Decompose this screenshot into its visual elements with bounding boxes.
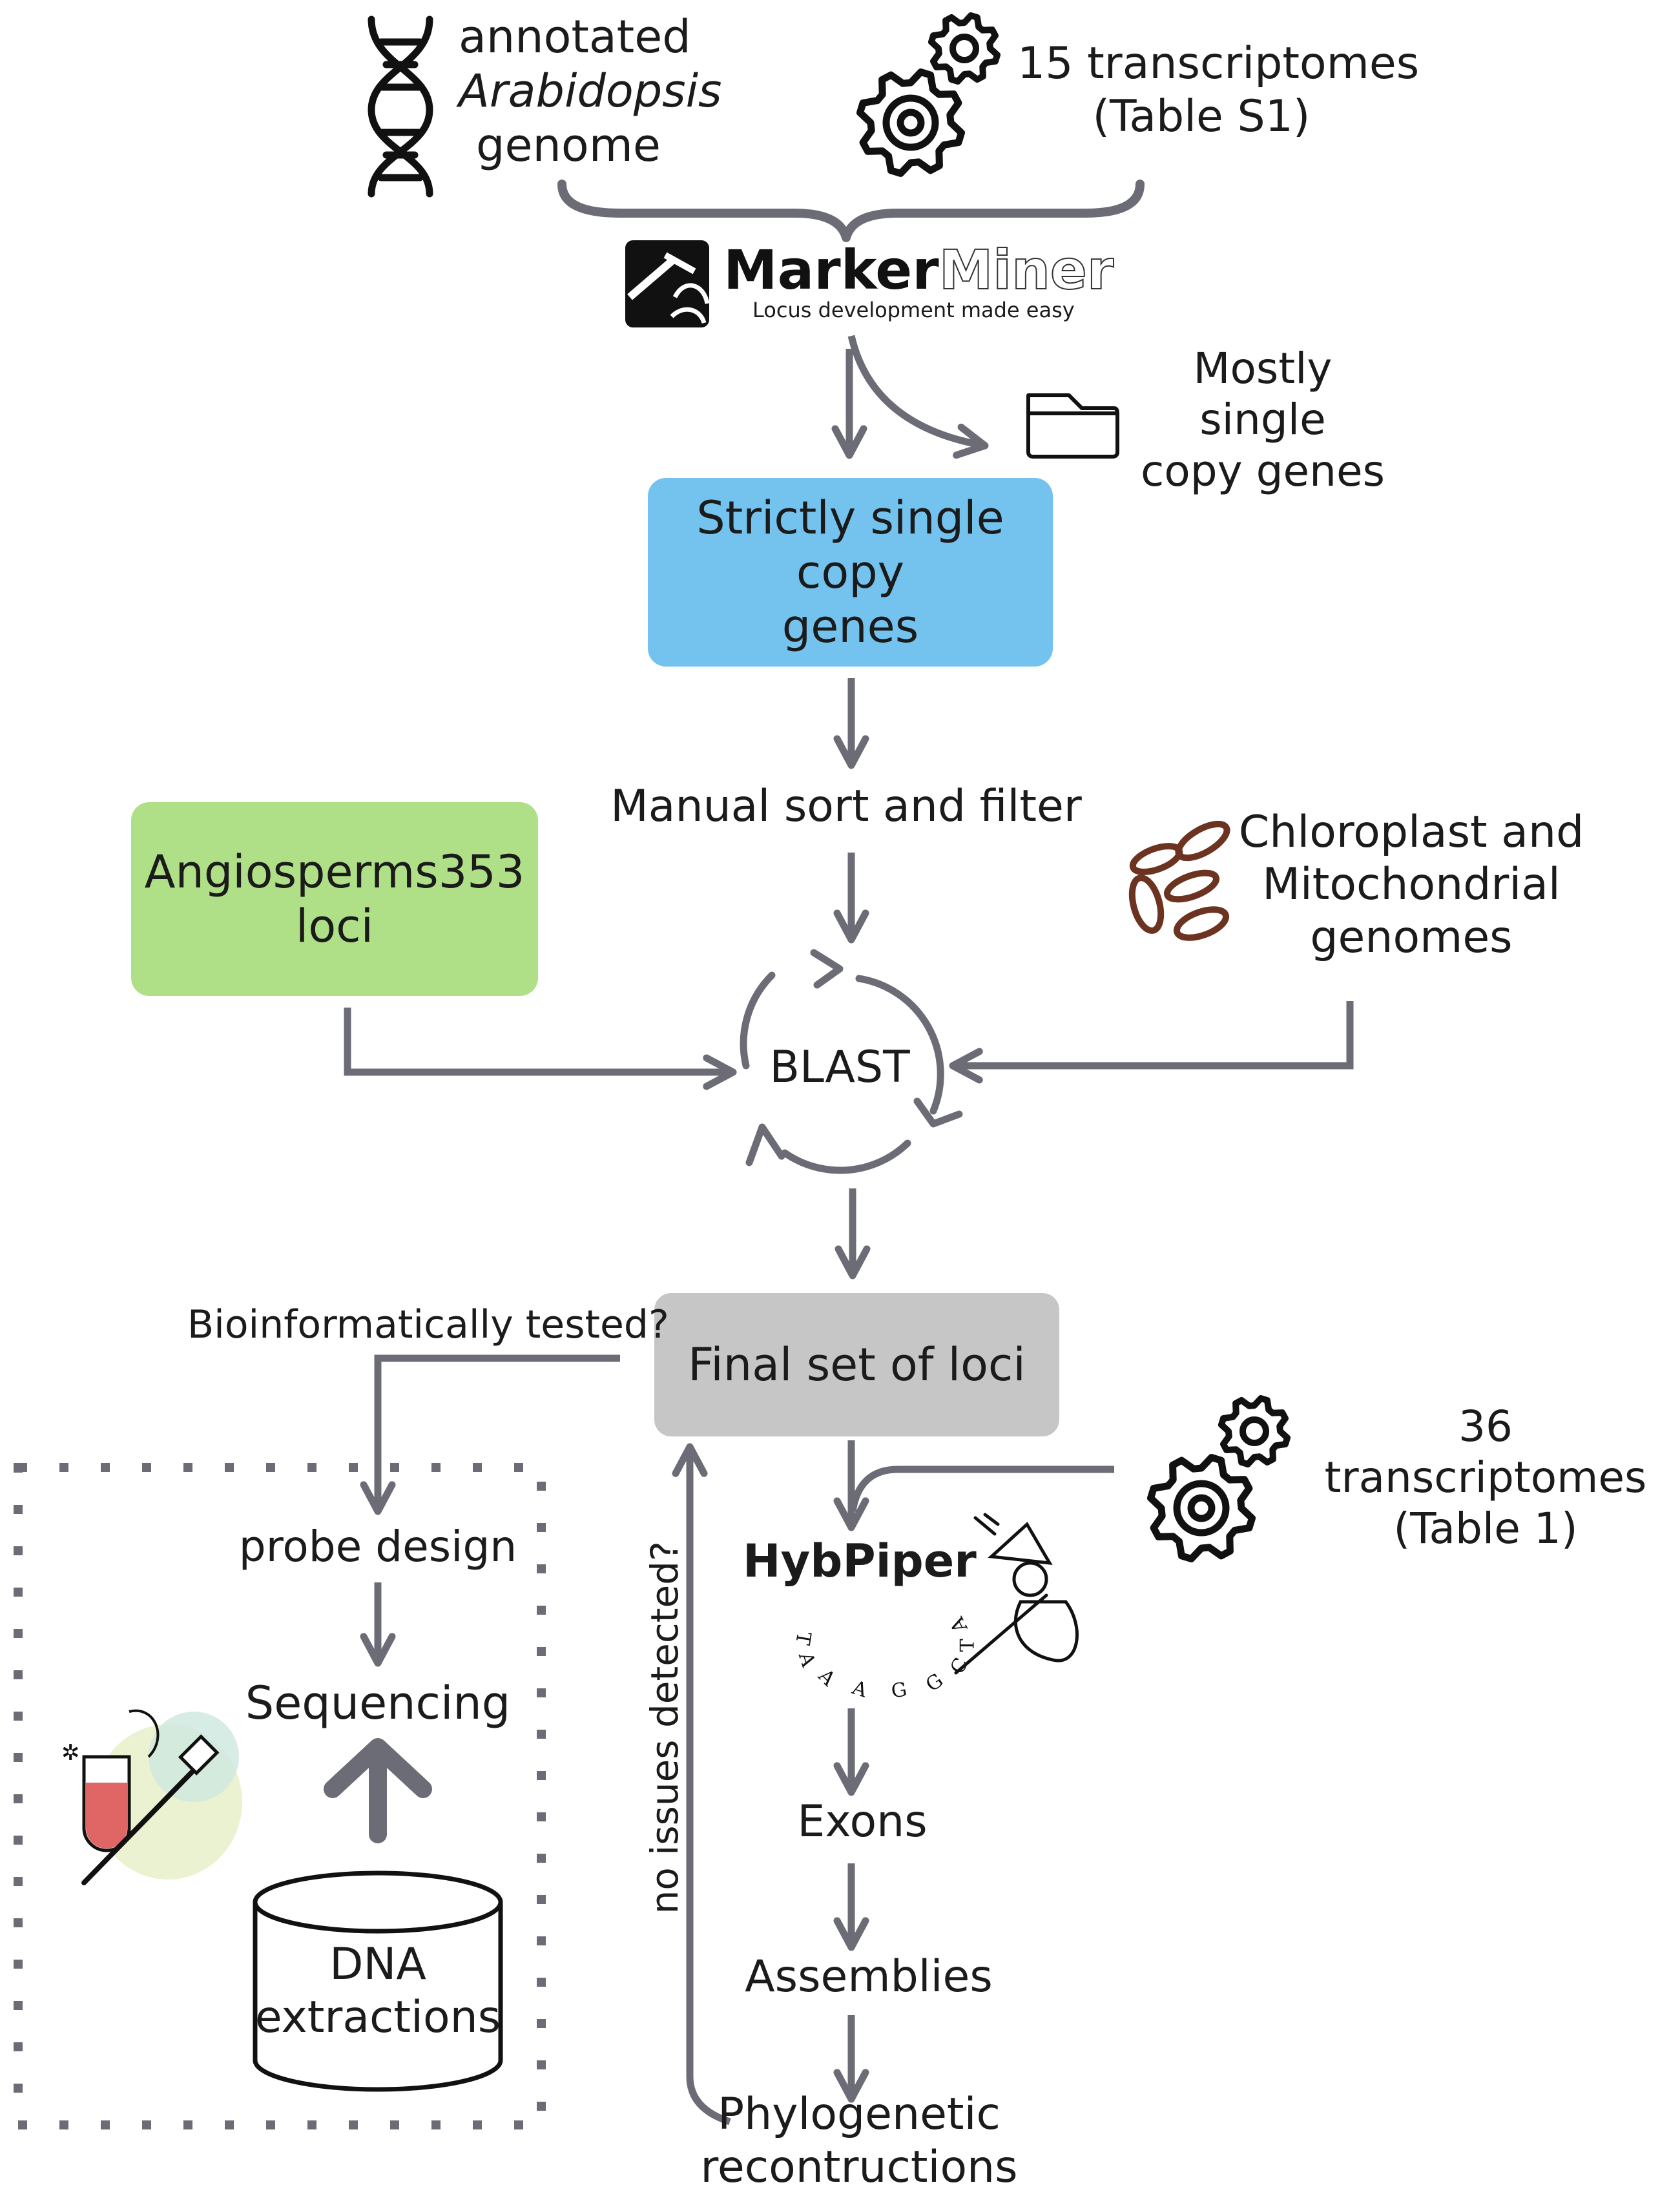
folder-icon — [1026, 393, 1119, 459]
organelle-label: Chloroplast and Mitochondrial genomes — [1238, 806, 1584, 963]
hybpiper-piper-icon — [954, 1513, 1079, 1675]
gear-hole — [949, 34, 979, 63]
arrow-to-mostly — [847, 335, 989, 459]
svg-text:✲: ✲ — [61, 1740, 80, 1766]
gear-hole — [1173, 1480, 1230, 1537]
gear-outline — [856, 68, 965, 177]
strictly-single-copy-label: Strictly single copy genes — [696, 492, 1004, 653]
dna-extractions-label: DNA extractions — [254, 1938, 501, 2043]
markerminer-name-outline: Miner — [939, 238, 1115, 302]
arrow-from-transcriptomes — [849, 1466, 1114, 1512]
gear-outline — [1218, 1395, 1291, 1467]
transcriptomes-top-line1: 15 transcriptomes — [1017, 38, 1420, 89]
gear-hole — [1239, 1416, 1269, 1446]
gear-outline — [1147, 1454, 1256, 1562]
gear-icon — [1218, 1395, 1291, 1467]
lab-illustration-icon: ✲ — [61, 1709, 242, 1885]
phylogenetic-label: Phylogenetic recontructions — [700, 2089, 1018, 2193]
gear-icon — [928, 12, 1001, 85]
bioinformatically-tested-label: Bioinformatically tested? — [187, 1302, 669, 1347]
blast-cycle-icon — [740, 949, 963, 1174]
gear-hole — [897, 109, 925, 137]
markerminer-tagline: Locus development made easy — [752, 297, 1075, 322]
dna-extractions-cylinder — [253, 1870, 503, 2092]
thick-up-arrow — [324, 1738, 432, 1843]
final-set-label: Final set of loci — [688, 1338, 1026, 1391]
markerminer-name-bold: Marker — [723, 238, 939, 302]
merge-brace — [557, 180, 1145, 242]
angiosperms353-box — [131, 802, 538, 996]
gear-outline — [928, 12, 1001, 85]
exons-label: Exons — [797, 1796, 928, 1847]
transcriptomes-bottom-label: 36 transcriptomes (Table 1) — [1324, 1401, 1647, 1554]
markerminer-logo-icon — [625, 240, 710, 327]
genome-label-line1: annotated — [459, 10, 691, 63]
genome-label-line3: genome — [476, 119, 661, 172]
blast-label: BLAST — [769, 1042, 910, 1093]
hybpiper-label: HybPiper — [743, 1535, 977, 1588]
manual-sort-label: Manual sort and filter — [610, 781, 1082, 832]
sequence-letter: T — [956, 1639, 979, 1652]
assemblies-label: Assemblies — [745, 1951, 993, 2002]
arrow-from-angiosperms — [344, 1008, 737, 1090]
gear-icon — [856, 68, 965, 177]
sequencing-label: Sequencing — [245, 1677, 511, 1730]
final-set-box — [654, 1293, 1059, 1436]
angiosperms353-label: Angiosperms353 loci — [144, 845, 525, 953]
probe-design-label: probe design — [238, 1522, 517, 1571]
arrow-to-probe-design — [360, 1354, 620, 1515]
gear-hole — [1187, 1494, 1216, 1522]
arrow-from-organelle — [949, 1001, 1354, 1084]
strictly-single-copy-box — [648, 478, 1053, 667]
markerminer-logo: MarkerMiner Locus development made easy — [723, 238, 1114, 322]
no-issues-label: no issues detected? — [643, 1541, 687, 1914]
transcriptomes-top-line2: (Table S1) — [1092, 90, 1311, 142]
dna-icon — [368, 16, 433, 198]
organelle-icon — [1128, 820, 1230, 941]
arrow-feedback — [672, 1443, 731, 2126]
genome-label-line2: Arabidopsis — [459, 65, 722, 118]
mostly-single-copy-label: Mostly single copy genes — [1141, 344, 1385, 496]
gear-icon — [1147, 1454, 1256, 1562]
gear-hole — [882, 94, 939, 151]
wet-lab-region — [14, 1463, 546, 2129]
